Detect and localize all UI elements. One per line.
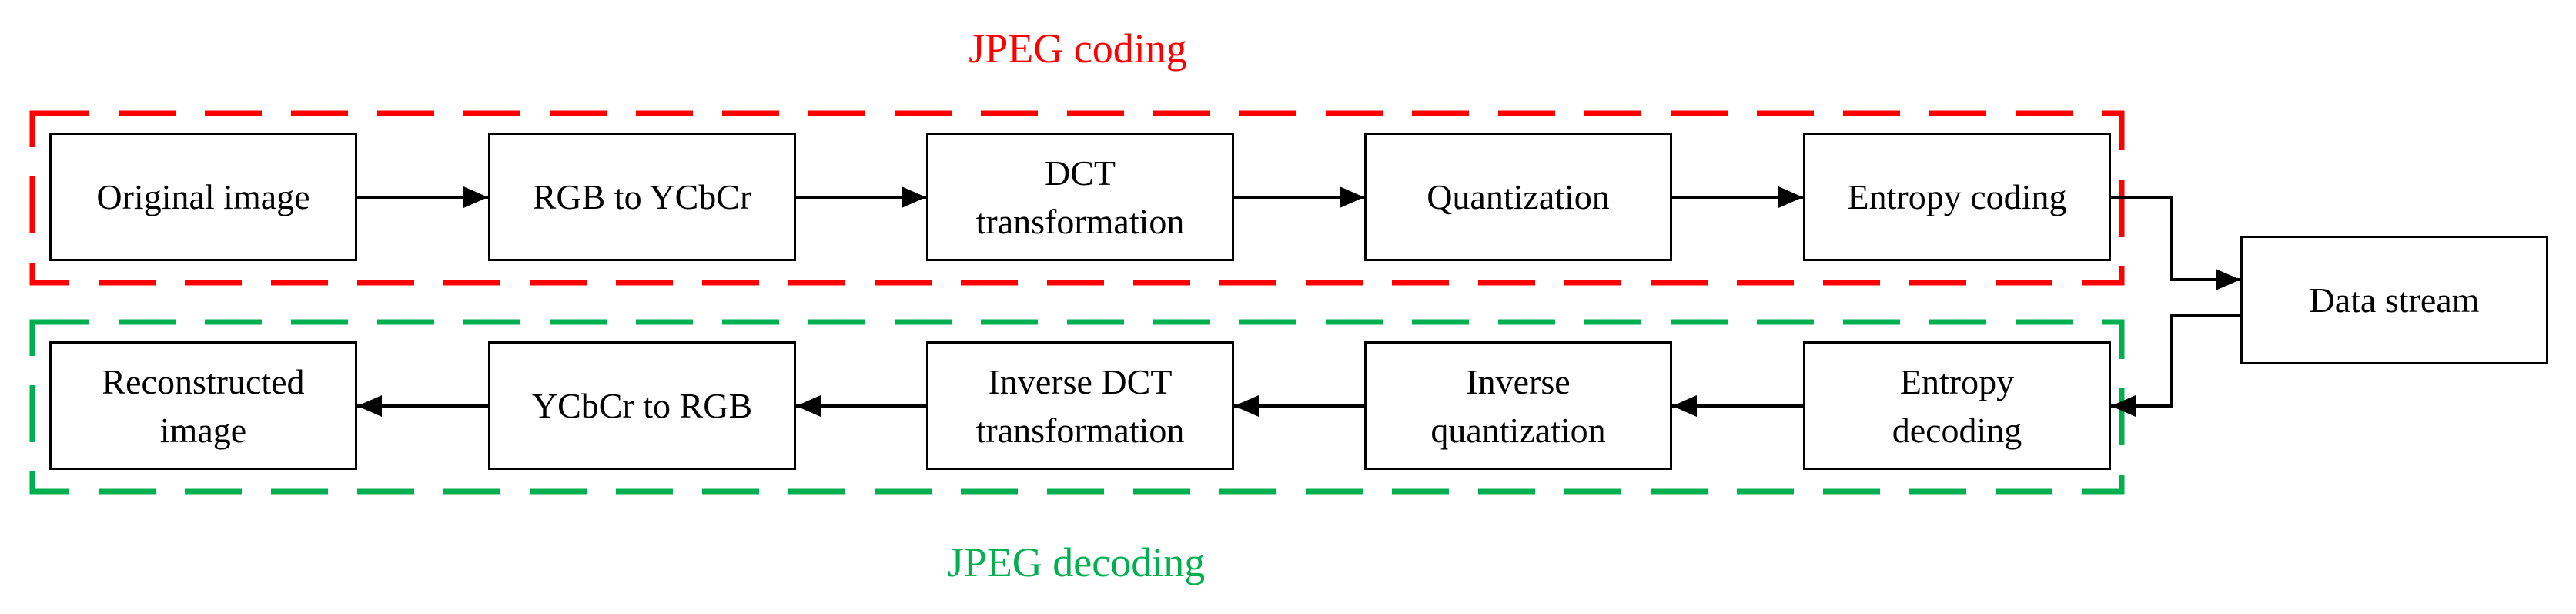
jpeg-decoding-title: JPEG decoding (947, 539, 1206, 585)
entropy-decoding-node: Entropy decoding (1803, 341, 2111, 470)
arrowhead-icon (902, 186, 926, 208)
arrow-entropy-to-datastream (2111, 196, 2240, 281)
node-label: transformation (975, 410, 1185, 450)
arrowhead-icon (463, 186, 488, 208)
rgb-to-ycbcr-node: RGB to YCbCr (488, 133, 796, 261)
inverse-dct-node: Inverse DCT transformation (926, 341, 1234, 470)
arrowhead-icon (2111, 395, 2136, 417)
jpeg-coding-title: JPEG coding (969, 25, 1187, 72)
data-stream-node: Data stream (2240, 236, 2548, 364)
ycbcr-to-rgb-node: YCbCr to RGB (488, 341, 796, 470)
node-label: Data stream (2309, 280, 2480, 320)
arrowhead-icon (1778, 186, 1803, 208)
arrowhead-icon (1234, 395, 1259, 417)
arrowhead-icon (2216, 269, 2240, 290)
node-label: Inverse (1466, 361, 1571, 401)
node-label: RGB to YCbCr (532, 177, 752, 216)
arrowhead-icon (357, 395, 382, 417)
node-label: Quantization (1427, 177, 1610, 216)
inverse-quantization-node: Inverse quantization (1364, 341, 1672, 470)
dct-transformation-node: DCT transformation (926, 133, 1234, 261)
reconstructed-image-node: Reconstructed image (49, 341, 357, 470)
arrowhead-icon (796, 395, 821, 417)
arrowhead-icon (1340, 186, 1364, 208)
node-label: decoding (1892, 410, 2022, 450)
arrowhead-icon (1672, 395, 1697, 417)
arrow-datastream-to-entropy-decoding (2111, 314, 2240, 408)
node-label: DCT (1045, 153, 1116, 193)
node-label: YCbCr to RGB (531, 386, 753, 425)
node-label: transformation (975, 201, 1185, 241)
original-image-node: Original image (49, 133, 357, 261)
node-label: Original image (96, 177, 310, 216)
node-label: Inverse DCT (988, 361, 1173, 401)
node-label: quantization (1430, 410, 1606, 450)
entropy-coding-node: Entropy coding (1803, 133, 2111, 261)
node-label: Entropy (1899, 361, 2015, 401)
node-label: Entropy coding (1847, 177, 2067, 216)
node-label: image (159, 410, 247, 450)
quantization-node: Quantization (1364, 133, 1672, 261)
node-label: Reconstructed (102, 361, 305, 401)
